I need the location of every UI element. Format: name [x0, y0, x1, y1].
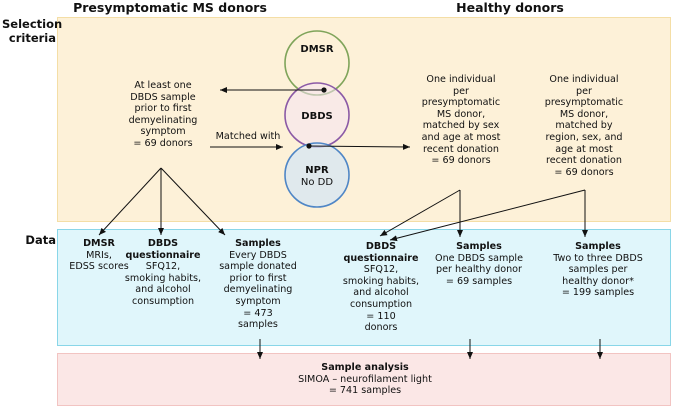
data-hd-samples-b: Samples Two to three DBDS samples per he… [540, 241, 656, 299]
healthy-a-line: = 69 donors [431, 155, 491, 167]
ms-criterion-line: prior to first [134, 103, 192, 115]
row-label-selection-line1: Selection [2, 17, 63, 31]
healthy-selection-a: One individual per presymptomatic MS don… [413, 74, 509, 167]
venn-label-npr: NPR [305, 165, 329, 176]
arrow-to-ms-samples [160, 167, 226, 236]
data-hd-samples-a-title: Samples [456, 241, 502, 252]
ms-criterion-line: DBDS sample [130, 91, 196, 103]
data-hd-questionnaire-line: = 110 [366, 310, 396, 322]
data-ms-questionnaire: DBDS questionnaire SFQ12, smoking habits… [120, 238, 206, 308]
data-hd-questionnaire-line: smoking habits, [342, 275, 420, 287]
data-hd-samples-b-line: samples per [568, 264, 628, 276]
data-ms-samples-line: sample donated [219, 261, 297, 273]
healthy-a-line: per [453, 85, 469, 97]
data-ms-samples-line: Every DBDS [229, 249, 287, 261]
healthy-b-line: One individual [549, 74, 619, 85]
sample-analysis-count: = 741 samples [328, 385, 402, 397]
healthy-b-line: region, sex, and [545, 131, 623, 143]
healthy-b-line: matched by [555, 120, 613, 132]
data-hd-samples-a-line: One DBDS sample [435, 252, 523, 264]
healthy-b-line: presymptomatic [544, 97, 624, 109]
data-panel [57, 229, 671, 346]
ms-criterion-line: demyelinating [128, 114, 198, 126]
healthy-b-line: = 69 donors [554, 166, 614, 178]
row-label-selection-line2: criteria [8, 31, 56, 45]
data-hd-questionnaire-title2: questionnaire [343, 252, 419, 264]
data-hd-questionnaire-line: donors [364, 322, 398, 334]
healthy-a-line: matched by sex [422, 120, 500, 132]
sample-analysis-title: Sample analysis [321, 362, 409, 373]
healthy-b-line: per [576, 85, 592, 97]
data-dmsr-title: DMSR [83, 238, 115, 249]
venn-label-dbds: DBDS [301, 111, 333, 122]
data-hd-questionnaire-line: consumption [349, 298, 413, 310]
data-ms-samples-line: prior to first [229, 272, 287, 284]
healthy-selection-b: One individual per presymptomatic MS don… [534, 74, 634, 178]
healthy-a-line: One individual [426, 74, 496, 85]
data-hd-questionnaire-line: SFQ12, [363, 264, 399, 276]
data-ms-samples-line: demyelinating [223, 284, 293, 296]
matched-with-label: Matched with [215, 131, 281, 142]
data-hd-questionnaire-line: and alcohol [353, 287, 409, 299]
data-hd-samples-b-line: healthy donor* [562, 275, 634, 287]
header-healthy-donors: Healthy donors [456, 0, 564, 15]
sample-analysis: Sample analysis SIMOA – neurofilament li… [240, 362, 490, 397]
data-ms-questionnaire-title2: questionnaire [125, 249, 201, 261]
data-ms-samples: Samples Every DBDS sample donated prior … [212, 238, 304, 331]
data-ms-questionnaire-line: smoking habits, [124, 272, 202, 284]
venn-label-dmsr: DMSR [300, 44, 334, 55]
data-hd-samples-b-line: = 199 samples [561, 287, 635, 299]
data-hd-samples-b-title: Samples [575, 241, 621, 252]
ms-criterion-line: symptom [140, 126, 186, 138]
healthy-a-line: MS donor, [436, 108, 486, 120]
arrow-b-to-hd-questionnaire [389, 189, 586, 242]
data-ms-questionnaire-line: and alcohol [135, 284, 191, 296]
arrow-to-healthy-donors [308, 143, 411, 150]
row-label-selection-criteria: Selection criteria [2, 17, 63, 45]
data-hd-samples-a-line: per healthy donor [436, 264, 522, 276]
row-label-data: Data [25, 233, 56, 247]
arrow-to-dmsr [98, 167, 162, 236]
healthy-a-line: and age at most [421, 131, 501, 143]
data-hd-samples-b-line: Two to three DBDS [553, 252, 643, 264]
ms-selection-criterion: At least one DBDS sample prior to first … [113, 80, 213, 150]
healthy-b-line: age at most [555, 143, 613, 155]
data-dmsr-line: MRIs, [86, 249, 112, 261]
venn-label-no-dd: No DD [300, 177, 334, 188]
ms-criterion-line: At least one [134, 80, 192, 91]
header-presymptomatic-ms-donors: Presymptomatic MS donors [73, 0, 267, 15]
data-dmsr: DMSR MRIs, EDSS scores [68, 238, 130, 273]
data-hd-samples-a-line: = 69 samples [445, 275, 513, 287]
selection-criteria-panel [57, 17, 671, 222]
data-hd-questionnaire-title: DBDS [365, 241, 397, 252]
sample-analysis-panel [57, 353, 671, 406]
data-ms-samples-line: samples [238, 319, 278, 331]
data-ms-samples-line: symptom [235, 295, 281, 307]
data-ms-samples-line: = 473 [243, 307, 273, 319]
npr-circle [284, 142, 350, 208]
ms-criterion-line: = 69 donors [133, 137, 193, 149]
healthy-b-line: MS donor, [559, 108, 609, 120]
data-ms-questionnaire-title: DBDS [147, 238, 179, 249]
data-hd-questionnaire: DBDS questionnaire SFQ12, smoking habits… [338, 241, 424, 334]
sample-analysis-method: SIMOA – neurofilament light [298, 373, 432, 385]
arrow-a-to-hd-questionnaire [379, 189, 461, 237]
data-ms-questionnaire-line: consumption [131, 295, 195, 307]
data-hd-samples-a: Samples One DBDS sample per healthy dono… [424, 241, 534, 287]
data-ms-questionnaire-line: SFQ12, [145, 261, 181, 273]
healthy-a-line: presymptomatic [421, 97, 501, 109]
healthy-a-line: recent donation [422, 143, 499, 155]
healthy-b-line: recent donation [545, 155, 622, 167]
data-dmsr-line: EDSS scores [69, 261, 129, 273]
data-ms-samples-title: Samples [235, 238, 281, 249]
